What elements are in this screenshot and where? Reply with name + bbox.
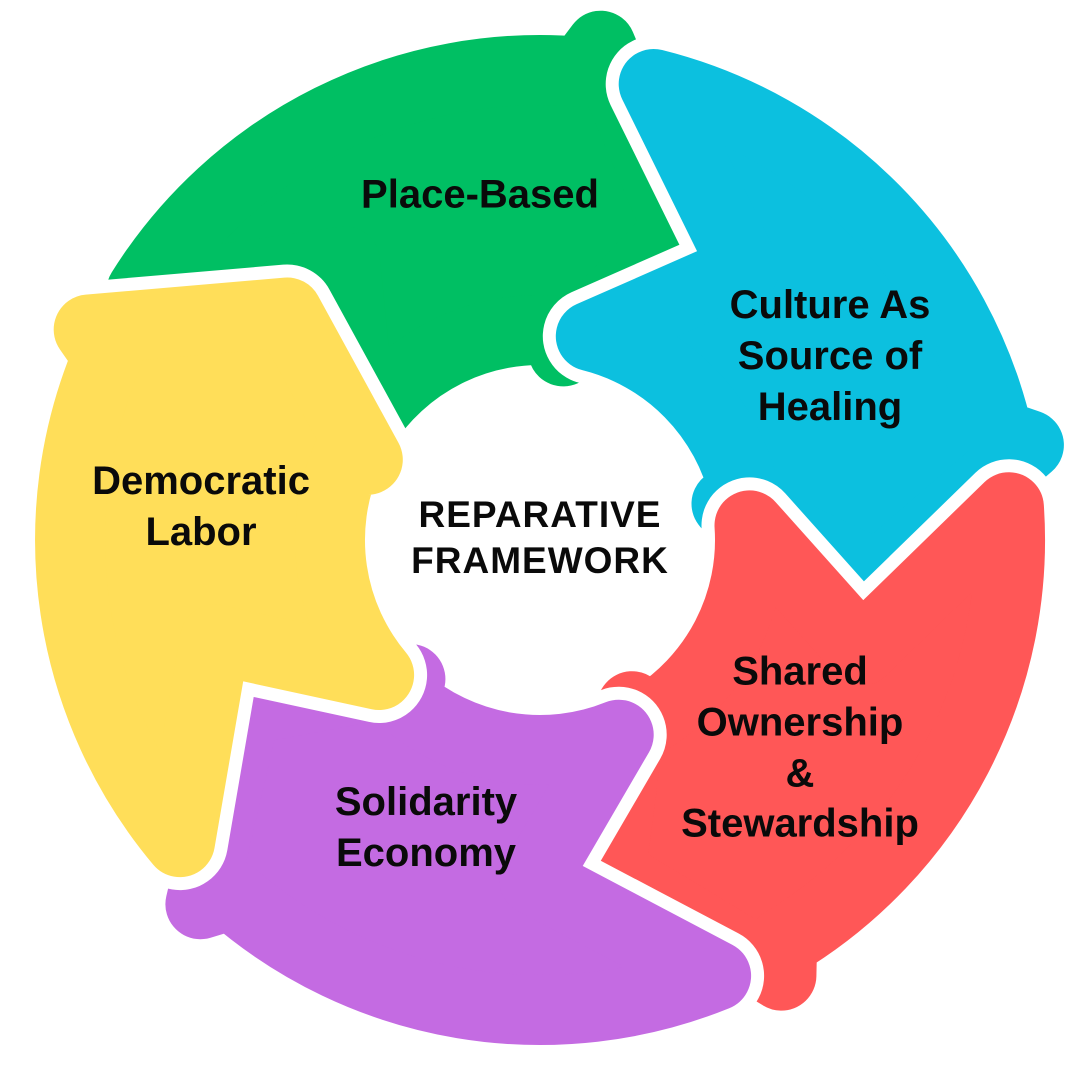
segment-label-line: Healing <box>757 384 903 429</box>
segment-label-place-based: Place-Based <box>361 170 599 221</box>
segment-label-culture-as-source-of-healing: Culture As Source of Healing <box>730 280 931 432</box>
segment-label-line: Shared <box>732 649 868 694</box>
segment-label-line: Democratic <box>92 459 310 504</box>
segment-label-line: Place-Based <box>361 172 599 217</box>
segment-label-line: Solidarity <box>334 780 518 825</box>
segment-label-line: Labor <box>145 510 257 554</box>
segment-label-line: & <box>785 751 815 795</box>
segment-label-line: Economy <box>335 831 517 875</box>
segment-label-line: Ownership <box>696 700 904 745</box>
segment-arrow-place-based <box>106 10 714 464</box>
segment-label-line: Culture As <box>729 282 931 327</box>
segment-arrow-culture-as-source-of-healing <box>555 49 1064 611</box>
segment-arrow-shared-ownership-stewardship <box>575 472 1046 1011</box>
segment-label-line: Stewardship <box>681 801 919 846</box>
center-title-line-1: REPARATIVE <box>418 494 662 536</box>
segment-arrow-democratic-labor <box>35 277 415 878</box>
center-title-line-2: FRAMEWORK <box>411 540 669 581</box>
center-title: REPARATIVE FRAMEWORK <box>411 492 669 584</box>
segment-label-line: Source of <box>737 333 923 378</box>
segment-arrow-solidarity-economy <box>165 644 752 1045</box>
